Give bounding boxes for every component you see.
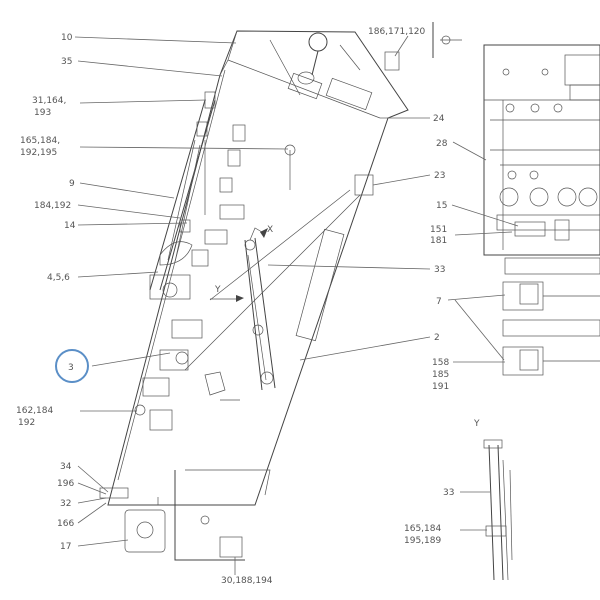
callout-32: 32	[60, 499, 71, 509]
callout-2: 2	[434, 333, 440, 343]
callout-162-184: 162,184	[16, 406, 53, 416]
callout-10: 10	[61, 33, 73, 43]
connector-bars	[502, 257, 600, 376]
callout-28: 28	[436, 139, 448, 149]
callout-192: 192	[18, 418, 35, 428]
base-bracket	[99, 469, 271, 561]
callout-186-171-120: 186,171,120	[368, 27, 426, 37]
lower-components	[134, 319, 240, 431]
callout-x-direction: X	[267, 225, 273, 235]
callout-151: 151	[430, 225, 447, 235]
callout-labels: 10 35 31,164, 193 165,184, 192,195 9 184…	[16, 27, 480, 586]
callout-184-192: 184,192	[34, 201, 71, 211]
callout-193: 193	[34, 108, 51, 118]
panel-28-outline	[483, 44, 600, 256]
callout-9: 9	[69, 179, 75, 189]
callout-185: 185	[432, 370, 449, 380]
highlight-circle[interactable]	[55, 349, 89, 383]
callout-y-direction: Y	[214, 285, 221, 295]
callout-34: 34	[60, 462, 72, 472]
callout-30-188-194: 30,188,194	[221, 576, 273, 586]
connector-23	[354, 174, 374, 196]
callout-14: 14	[64, 221, 76, 231]
callout-33: 33	[434, 265, 445, 275]
slotted-link: X Y	[184, 144, 361, 391]
callout-3[interactable]: 3	[68, 363, 74, 373]
callout-31-164: 31,164,	[32, 96, 66, 106]
callout-191: 191	[432, 382, 449, 392]
housing-outline	[107, 30, 409, 506]
left-rail	[149, 91, 246, 300]
callout-165-184: 165,184,	[20, 136, 60, 146]
callout-4-5-6: 4,5,6	[47, 273, 70, 283]
callout-7: 7	[436, 297, 442, 307]
callout-165-184-section: 165,184	[404, 524, 441, 534]
bolt-186	[384, 22, 462, 71]
console-housing: X Y	[99, 30, 409, 561]
callout-y-section: Y	[473, 419, 480, 429]
callout-24: 24	[433, 114, 445, 124]
callout-33-section: 33	[443, 488, 454, 498]
callout-196: 196	[57, 479, 74, 489]
section-view-y	[483, 439, 513, 581]
callout-192-195: 192,195	[20, 148, 57, 158]
callout-35: 35	[61, 57, 72, 67]
control-panel	[483, 44, 600, 256]
callout-15: 15	[436, 201, 447, 211]
joystick	[269, 32, 373, 111]
callout-17: 17	[60, 542, 71, 552]
callout-166: 166	[57, 519, 74, 529]
callout-23: 23	[434, 171, 445, 181]
leader-lines	[74, 35, 519, 575]
callout-195-189-section: 195,189	[404, 536, 441, 546]
callout-181: 181	[430, 236, 447, 246]
housing-inner-edge	[227, 59, 381, 119]
callout-158: 158	[432, 358, 449, 368]
